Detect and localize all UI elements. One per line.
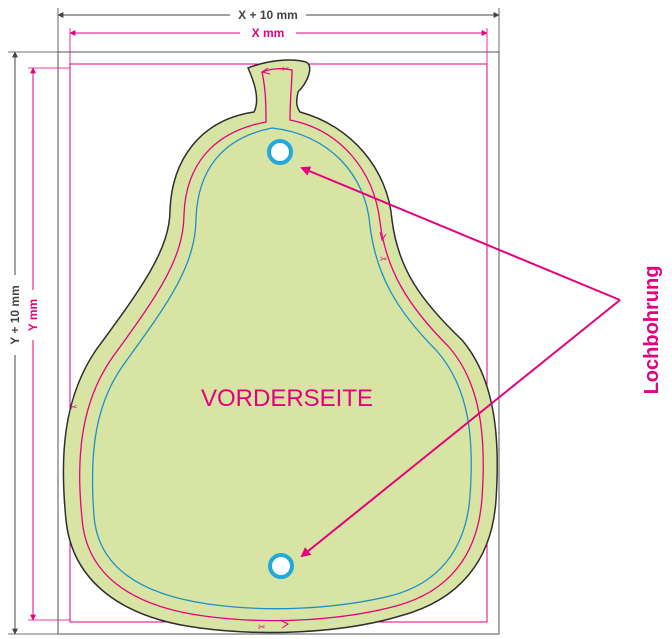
outer-width-label: X + 10 mm	[238, 8, 298, 22]
hole-top-circle-icon	[267, 139, 293, 165]
hole-label: Lochbohrung	[641, 266, 663, 395]
front-side-label: VORDERSEITE	[201, 385, 373, 412]
inner-width-label: X mm	[252, 26, 285, 40]
svg-text:✂: ✂	[282, 65, 290, 75]
scissors-icon: ✂	[380, 255, 388, 265]
scissors-icon: ✂	[258, 623, 266, 633]
hole-pointer-arrow-bottom	[300, 299, 621, 558]
inner-height-label: Y mm	[26, 299, 40, 331]
outer-width-label-bg	[230, 6, 306, 22]
svg-text:✂: ✂	[258, 623, 266, 633]
scissors-icon: ✂	[70, 403, 78, 413]
cut-direction-arrow	[279, 619, 289, 629]
pear-cut-line	[79, 68, 484, 622]
inner-width-label-bg	[240, 25, 296, 41]
outer-height-label-bg	[7, 275, 23, 355]
hole-pointer-arrow-top	[300, 166, 621, 301]
outer-height-label: Y + 10 mm	[8, 285, 22, 344]
outer-format-frame	[57, 51, 500, 635]
inner-height-label-bg	[25, 290, 41, 340]
svg-text:✂: ✂	[380, 255, 388, 265]
cut-direction-arrow	[379, 231, 387, 242]
svg-text:✂: ✂	[70, 403, 78, 413]
pear-safety-line	[91, 127, 472, 610]
cut-direction-arrow	[260, 67, 271, 75]
hole-bottom-circle-icon	[268, 553, 294, 579]
scissors-icon: ✂	[282, 65, 290, 75]
